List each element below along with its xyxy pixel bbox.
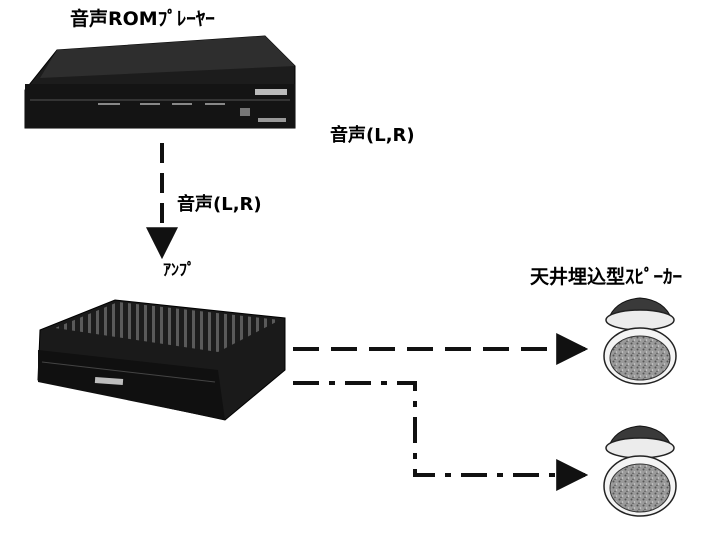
amplifier-device xyxy=(37,299,286,421)
amp-to-speaker-bottom-connector xyxy=(293,381,589,491)
ceiling-speaker-bottom xyxy=(603,425,677,517)
amplifier-label: ｱﾝﾌﾟ xyxy=(163,260,196,279)
ceiling-speaker-label: 天井埋込型ｽﾋﾟｰｶｰ xyxy=(530,266,683,288)
audio-lr-label-connector: 音声(L,R) xyxy=(177,194,262,215)
rom-player-title: 音声ROMﾌﾟﾚｰﾔｰ xyxy=(70,8,215,30)
rom-player-device xyxy=(24,35,296,129)
ceiling-speaker-top xyxy=(603,297,677,385)
audio-lr-label-right: 音声(L,R) xyxy=(330,125,415,146)
